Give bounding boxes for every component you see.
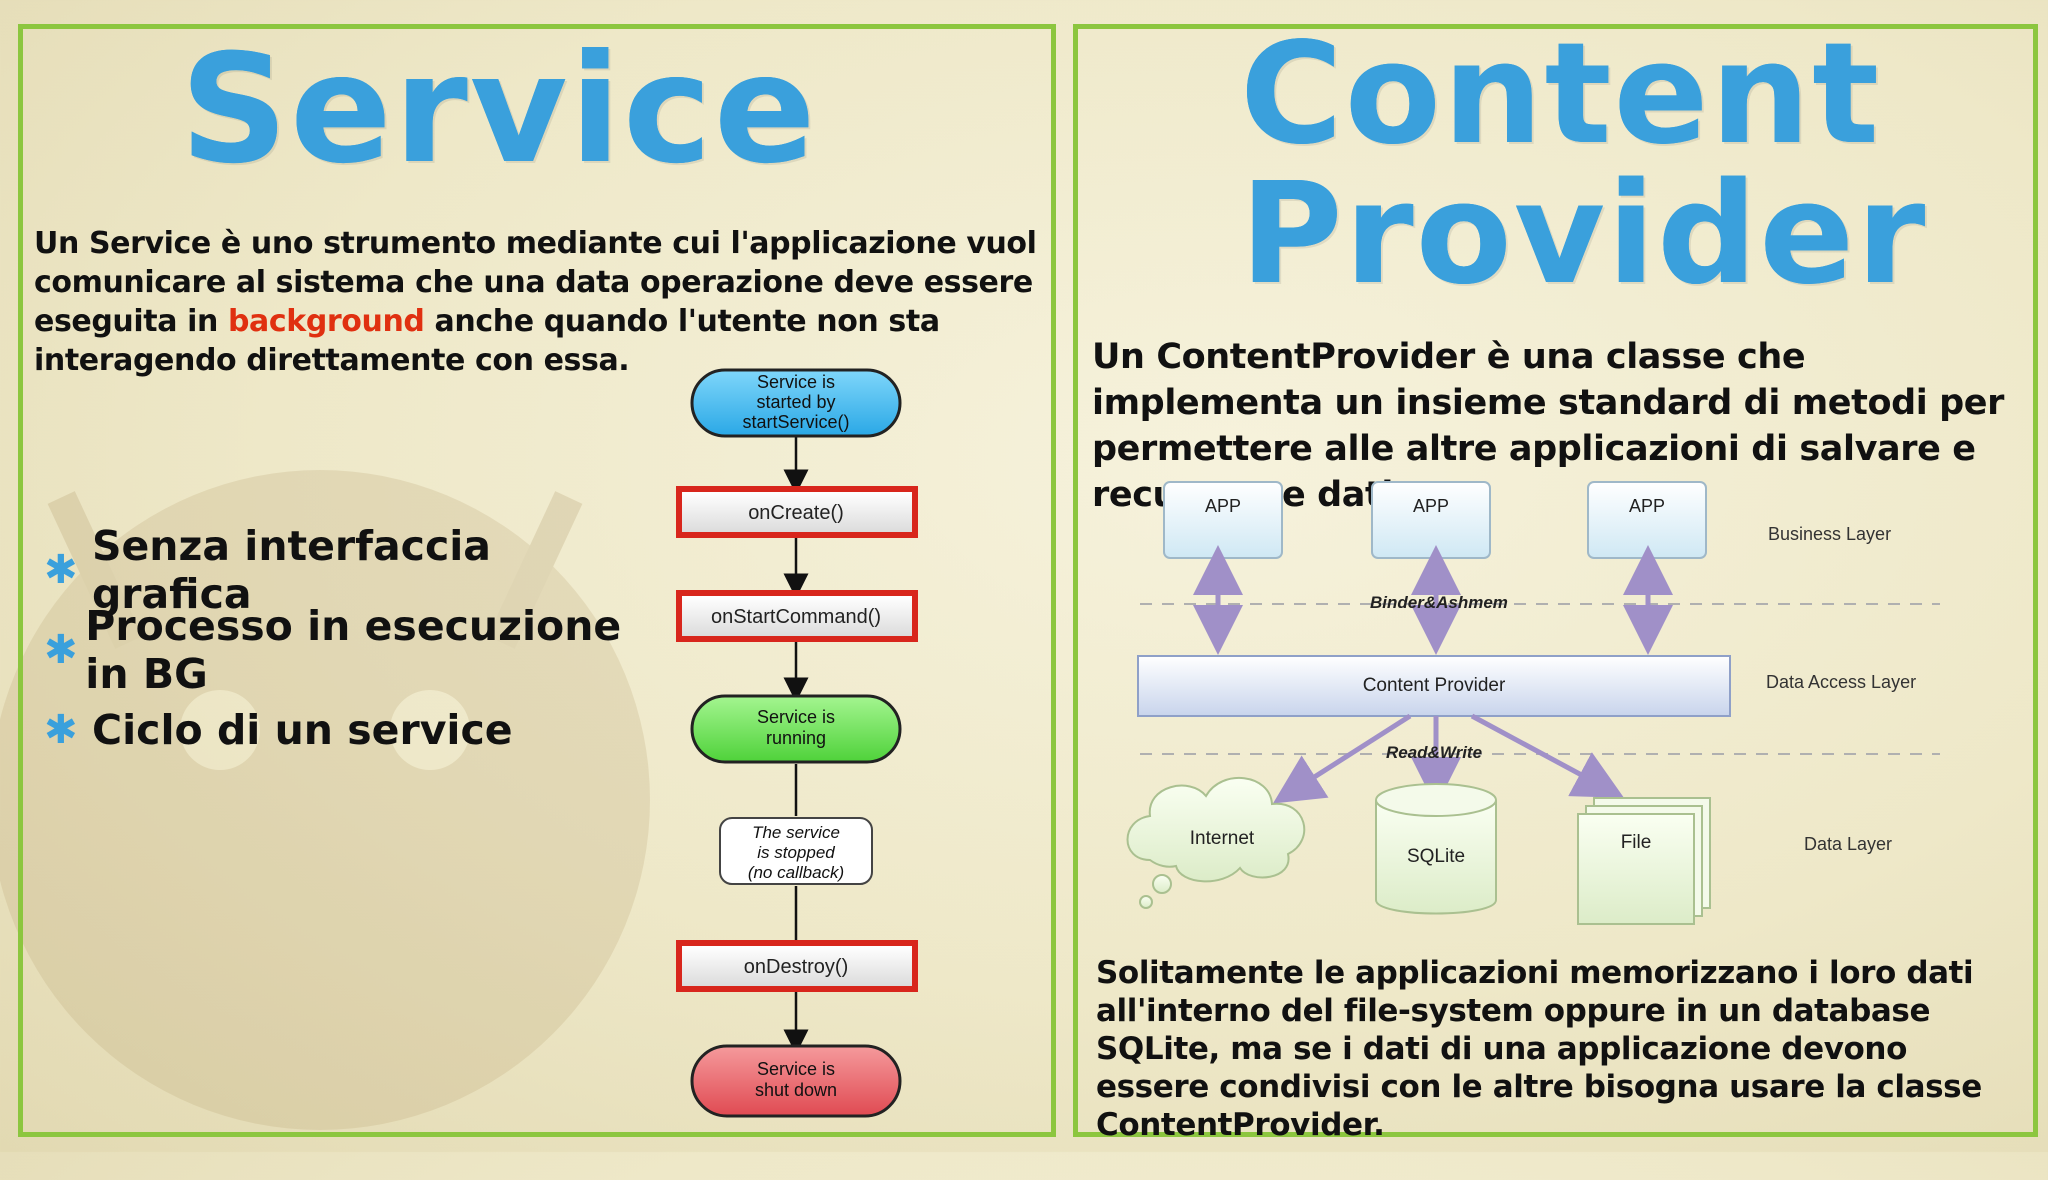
app-label: APP bbox=[1413, 496, 1449, 516]
flow-stopped-line3: (no callback) bbox=[748, 863, 844, 882]
content-provider-box: Content Provider bbox=[1137, 655, 1731, 717]
file-label: File bbox=[1621, 832, 1652, 853]
content-provider-architecture-diagram: APP APP APP Business Layer Binder&Ashmem… bbox=[1126, 481, 1940, 925]
content-provider-footer: Solitamente le applicazioni memorizzano … bbox=[1096, 955, 1982, 1143]
android-watermark-icon bbox=[0, 470, 650, 1130]
internet-label: Internet bbox=[1190, 828, 1255, 849]
sqlite-database-icon: SQLite bbox=[1375, 783, 1497, 915]
bullet-item: ✱ Processo in esecuzione in BG bbox=[44, 602, 664, 698]
flow-stopped-line2: is stopped bbox=[757, 843, 835, 862]
sqlite-label: SQLite bbox=[1407, 846, 1465, 867]
flow-running-node: Service is running bbox=[690, 694, 902, 764]
content-provider-box-label: Content Provider bbox=[1363, 675, 1506, 696]
flow-onstartcommand-node: onStartCommand() bbox=[676, 590, 918, 642]
app-label: APP bbox=[1205, 496, 1241, 516]
content-provider-title-line2: Provider bbox=[1240, 153, 1928, 316]
bullet-text: Ciclo di un service bbox=[92, 706, 513, 754]
service-description: Un Service è uno strumento mediante cui … bbox=[34, 224, 1044, 380]
service-panel bbox=[18, 24, 1056, 1137]
flow-oncreate-label: onCreate() bbox=[748, 502, 844, 524]
internet-cloud-icon: Internet bbox=[1126, 776, 1306, 909]
app-box: APP bbox=[1163, 481, 1283, 559]
flow-ondestroy-node: onDestroy() bbox=[676, 940, 918, 992]
flow-oncreate-node: onCreate() bbox=[676, 486, 918, 538]
asterisk-icon: ✱ bbox=[44, 707, 78, 753]
bullet-text: Processo in esecuzione in BG bbox=[85, 602, 622, 698]
flow-running-line2: running bbox=[766, 728, 826, 748]
flow-running-line1: Service is bbox=[757, 707, 835, 727]
flow-start-line2: started by bbox=[756, 392, 835, 412]
flow-ondestroy-label: onDestroy() bbox=[744, 956, 848, 978]
service-description-highlight: background bbox=[227, 304, 425, 339]
flow-stopped-node: The service is stopped (no callback) bbox=[719, 817, 873, 885]
service-bullet-list: ✱ Senza interfaccia grafica ✱ Processo i… bbox=[44, 522, 664, 770]
bullet-item: ✱ Ciclo di un service bbox=[44, 690, 664, 770]
app-label: APP bbox=[1629, 496, 1665, 516]
read-write-label: Read&Write bbox=[1386, 743, 1482, 762]
flow-start-line1: Service is bbox=[757, 372, 835, 392]
asterisk-icon: ✱ bbox=[44, 547, 78, 593]
flow-start-line3: startService() bbox=[742, 412, 849, 432]
service-description-part1: Un Service è uno strumento mediante cui … bbox=[34, 226, 1037, 339]
flow-onstartcommand-label: onStartCommand() bbox=[711, 606, 881, 628]
binder-label: Binder&Ashmem bbox=[1370, 593, 1508, 612]
flow-stopped-line1: The service bbox=[752, 823, 840, 842]
business-layer-label: Business Layer bbox=[1768, 524, 1891, 544]
content-provider-panel bbox=[1073, 24, 2038, 1137]
flow-shutdown-line1: Service is bbox=[757, 1059, 835, 1079]
service-lifecycle-flowchart: Service is started by startService() onC… bbox=[676, 368, 918, 1118]
app-box: APP bbox=[1371, 481, 1491, 559]
content-provider-title-line1: Content bbox=[1240, 13, 1882, 176]
data-layer-label: Data Layer bbox=[1804, 834, 1892, 854]
flow-shutdown-node: Service is shut down bbox=[690, 1044, 902, 1118]
app-box: APP bbox=[1587, 481, 1707, 559]
flow-start-node: Service is started by startService() bbox=[690, 368, 902, 438]
flow-shutdown-line2: shut down bbox=[755, 1080, 837, 1100]
service-description-part2: anche quando l'utente non sta interagend… bbox=[34, 304, 940, 378]
service-title: Service bbox=[180, 23, 818, 197]
bullet-item: ✱ Senza interfaccia grafica bbox=[44, 522, 664, 618]
file-stack-icon: File bbox=[1577, 797, 1711, 925]
data-access-layer-label: Data Access Layer bbox=[1766, 672, 1916, 692]
asterisk-icon: ✱ bbox=[44, 627, 78, 673]
bullet-text: Senza interfaccia grafica bbox=[91, 522, 491, 618]
